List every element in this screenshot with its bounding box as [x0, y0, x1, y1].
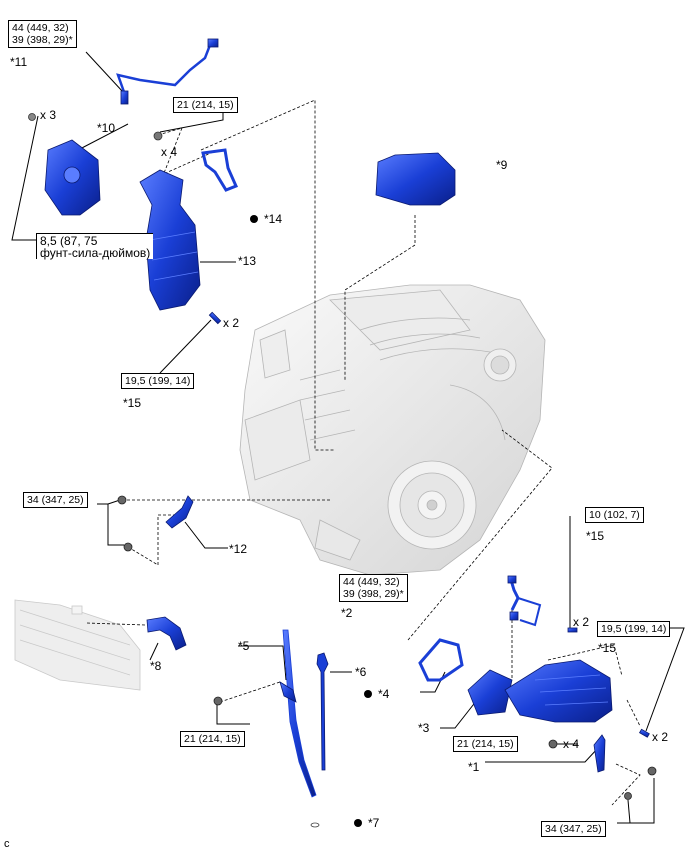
exhaust-manifold-gasket-upper [201, 148, 239, 192]
callout-8: *8 [150, 659, 162, 673]
bullet-dot [364, 690, 372, 698]
oxygen-sensor-lower [509, 579, 520, 611]
callout-15-upper-right: *15 [586, 529, 605, 543]
torque-spec-box: 44 (449, 32) 39 (398, 29)* [339, 574, 408, 602]
callout-7-label: *7 [368, 816, 380, 830]
callout-11: *11 [10, 55, 28, 69]
catalytic-converter-heat-shield [467, 669, 513, 716]
quantity-label: x 2 [223, 316, 240, 330]
corner-mark: c [4, 838, 10, 850]
torque-value: 44 (449, 32) [12, 22, 69, 34]
torque-value: 19,5 (199, 14) [601, 623, 667, 635]
callout-2: *2 [341, 606, 353, 620]
torque-value: фунт-сила-дюймов) [40, 246, 151, 260]
torque-value: 34 (347, 25) [545, 823, 602, 835]
torque-value: 44 (449, 32) [343, 576, 400, 588]
torque-value: 19,5 (199, 14) [125, 375, 191, 387]
exhaust-pipe-support-bracket [593, 734, 606, 773]
quantity-label: x 4 [563, 737, 580, 751]
torque-spec-box: 21 (214, 15) [180, 731, 245, 747]
torque-spec-box: 34 (347, 25) [23, 492, 88, 508]
callout-15-left: *15 [123, 396, 142, 410]
torque-spec-box: 10 (102, 7) [585, 507, 644, 523]
radiator-hose [146, 616, 187, 651]
engine-block-illustration [239, 284, 546, 576]
torque-value: 21 (214, 15) [184, 733, 241, 745]
torque-value: 34 (347, 25) [27, 494, 84, 506]
quantity-label: x 2 [652, 730, 669, 744]
oxygen-sensor-upper-connector [207, 38, 219, 48]
torque-spec-box: 8,5 (87, 75 фунт-сила-дюймов) [36, 233, 154, 260]
quantity-label: x 2 [573, 615, 590, 629]
bullet-dot [354, 819, 362, 827]
oil-level-gauge-guide [282, 629, 317, 798]
callout-6: *6 [355, 665, 367, 679]
callout-5: *5 [238, 639, 250, 653]
callout-14: *14 [250, 213, 282, 226]
torque-spec-box: 44 (449, 32) 39 (398, 29)* [8, 20, 77, 48]
callout-12: *12 [229, 542, 248, 556]
callout-14-label: *14 [264, 212, 283, 226]
callout-4-label: *4 [378, 687, 390, 701]
radiator-illustration [14, 599, 141, 691]
torque-value: 8,5 (87, 75 [40, 234, 98, 248]
torque-spec-box: 34 (347, 25) [541, 821, 606, 837]
oxygen-sensor-upper-tip [120, 90, 129, 105]
engine-cover-insulator [375, 152, 456, 206]
torque-value: 21 (214, 15) [457, 738, 514, 750]
callout-4: *4 [364, 688, 389, 701]
torque-spec-box: 19,5 (199, 14) [121, 373, 195, 389]
callout-1: *1 [468, 760, 480, 774]
torque-value: 10 (102, 7) [589, 509, 640, 521]
quantity-label: x 4 [161, 145, 178, 159]
callout-15-right: *15 [598, 641, 617, 655]
callout-10: *10 [97, 121, 116, 135]
callout-7: *7 [354, 817, 379, 830]
callout-13: *13 [238, 254, 257, 268]
oxygen-sensor-upper [116, 40, 216, 93]
torque-spec-box: 21 (214, 15) [173, 97, 238, 113]
exhaust-pipe-gasket [418, 638, 464, 682]
oil-level-gauge [316, 652, 329, 771]
quantity-label: x 3 [40, 108, 57, 122]
blue-parts [28, 38, 657, 828]
torque-spec-box: 21 (214, 15) [453, 736, 518, 752]
manifold-stay [165, 495, 194, 529]
callout-9: *9 [496, 158, 508, 172]
torque-value: 21 (214, 15) [177, 99, 234, 111]
torque-value: 39 (398, 29)* [12, 34, 73, 46]
torque-spec-box: 19,5 (199, 14) [597, 621, 671, 637]
callout-3: *3 [418, 721, 430, 735]
torque-value: 39 (398, 29)* [343, 588, 404, 600]
bullet-dot [250, 215, 258, 223]
